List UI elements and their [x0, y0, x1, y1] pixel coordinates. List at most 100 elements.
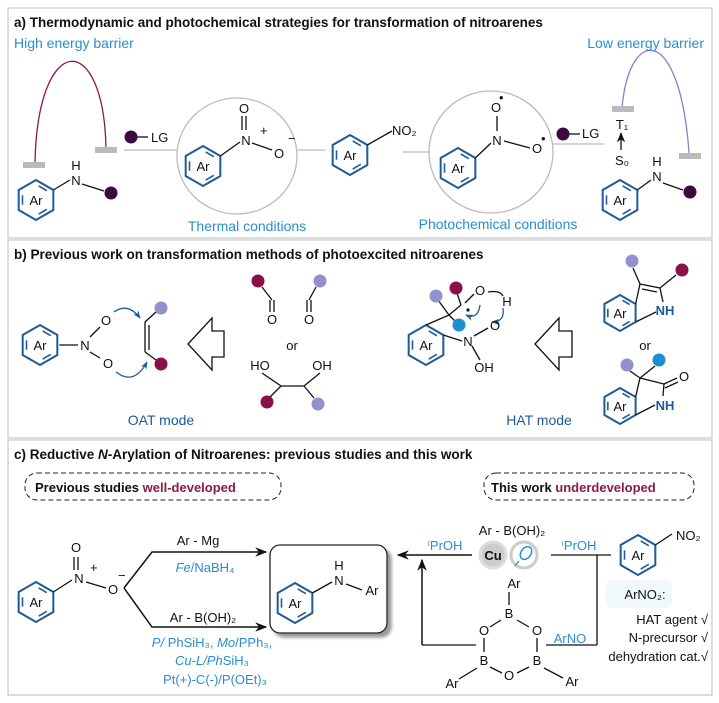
aromatic-bond [622, 392, 631, 399]
energy-level-bar [23, 162, 45, 168]
atom-h: H [71, 158, 80, 173]
substituent-dot [124, 130, 138, 144]
high-barrier-label: High energy barrier [14, 35, 134, 51]
ring-aryl-label: Ar [452, 161, 466, 176]
bond [662, 383, 665, 397]
bond [144, 311, 157, 323]
bond [634, 283, 641, 305]
reaction-arrow-boronic [123, 587, 268, 632]
conditions-line-2: Cu-L/PhSiH₃ [175, 653, 249, 668]
atom-o-radical: O [490, 318, 500, 333]
retro-arrow [187, 316, 225, 372]
aromatic-bond [205, 151, 215, 158]
ring-aryl-label: Ar [614, 306, 628, 321]
atom-o: O [274, 146, 284, 161]
atom-o: O [679, 369, 689, 384]
bond [261, 372, 282, 387]
bond [366, 130, 393, 146]
aromatic-bond [640, 540, 650, 547]
hydroxyl-label: HO [250, 358, 270, 373]
isopropanol-label: ⁱPrOH [562, 538, 597, 553]
aromatic-bond [622, 185, 632, 192]
substituent-dot [104, 186, 118, 200]
bond [516, 619, 530, 628]
bond [261, 286, 273, 301]
conditions-line-1: P/ PhSiH₃, Mo/PPh₃, [152, 635, 272, 650]
atom-o: O [491, 100, 501, 115]
previous-studies-label: Previous studies well-developed [35, 480, 236, 495]
bond [503, 140, 531, 149]
photochemical-conditions-label: Photochemical conditions [419, 216, 578, 232]
aromatic-bond [622, 320, 631, 327]
ring-aryl-label: Ar [614, 193, 628, 208]
aromatic-bond [38, 185, 48, 192]
aromatic-bond [622, 299, 631, 306]
bond [425, 314, 450, 326]
bond [473, 327, 489, 337]
bond [641, 288, 658, 293]
bond [437, 299, 450, 316]
bond [89, 351, 101, 359]
aromatic-bond [42, 330, 52, 337]
bond [629, 370, 641, 379]
panel-a-title: a) Thermodynamic and photochemical strat… [14, 15, 543, 30]
reaction-arrow-grignard [123, 547, 268, 589]
bond [312, 581, 333, 594]
previous-studies-box [24, 472, 282, 501]
substituent-dot [675, 263, 689, 277]
aromatic-bond [205, 174, 215, 181]
aromatic-bond [460, 153, 470, 160]
panel-b-title: b) Previous work on transformation metho… [14, 247, 484, 262]
ring-aryl-label: Ar [614, 399, 628, 414]
thermal-conditions-label: Thermal conditions [188, 218, 306, 234]
atom-o: O [504, 668, 514, 683]
bond [308, 286, 317, 301]
aryl-label: Ar [566, 674, 580, 689]
atom-o: O [239, 101, 249, 116]
panel-b-frame [7, 239, 713, 439]
bulb-base [514, 560, 520, 567]
bond [144, 351, 157, 361]
aromatic-bond [428, 353, 438, 360]
ring-aryl-label: Ar [420, 338, 434, 353]
substituent-dot [620, 358, 634, 372]
bond [639, 283, 661, 289]
atom-h: H [652, 154, 661, 169]
bond [639, 365, 656, 379]
substituent-dot [452, 318, 466, 332]
substituent-dot [449, 281, 463, 295]
atom-n: N [492, 133, 501, 148]
hydroxyl-label: OH [474, 360, 494, 375]
ring-aryl-label: Ar [30, 595, 44, 610]
oat-mode-label: OAT mode [128, 412, 195, 428]
bond [635, 311, 657, 323]
substituent-dot [154, 357, 168, 371]
thermal-circle [176, 97, 298, 215]
aryl-label: Ar [366, 583, 380, 598]
bond [516, 666, 530, 674]
copper-label: Cu [484, 548, 501, 563]
aromatic-bond [460, 176, 470, 183]
bond [345, 583, 363, 591]
ground-state-label: S₀ [615, 153, 629, 168]
bond [632, 267, 641, 285]
bond [448, 304, 462, 316]
aromatic-bond [352, 140, 362, 147]
ring-aryl-label: Ar [30, 193, 44, 208]
role-dehydration-catalyst: dehydration cat.√ [608, 649, 709, 664]
bond [489, 619, 502, 628]
nitro-group-label: NO₂ [392, 123, 417, 138]
charge-minus: − [288, 131, 296, 146]
radical-dot: • [541, 131, 546, 146]
energy-level-bar [95, 147, 117, 153]
energy-level-bar [679, 153, 701, 159]
bulb-glass [519, 545, 533, 561]
role-n-precursor: N-precursor √ [629, 630, 709, 645]
aryl-label: Ar [508, 576, 522, 591]
radical-dot [466, 308, 470, 312]
atom-n: N [74, 571, 83, 586]
bond [303, 385, 315, 399]
leaving-group-label: LG [151, 130, 168, 145]
substituent-dot [251, 274, 265, 288]
boronic-acid-label: Ar - B(OH)₂ [170, 610, 236, 625]
